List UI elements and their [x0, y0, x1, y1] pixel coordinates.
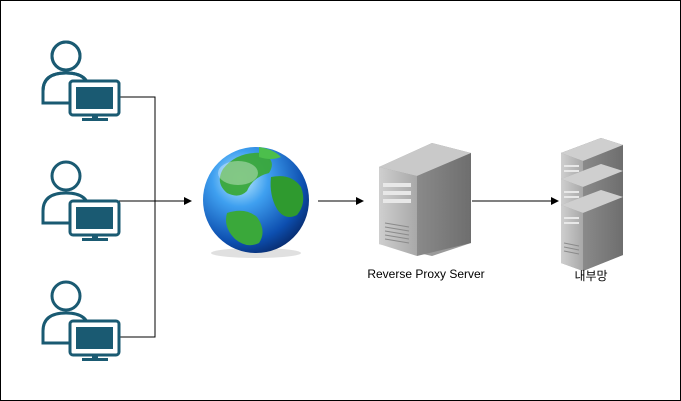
- server-rack-icon: [561, 138, 623, 271]
- connector-user1-bracket: [119, 96, 156, 201]
- user-workstation-icon: [41, 40, 121, 123]
- connector-lines: [119, 96, 559, 338]
- user-workstation-icon: [41, 160, 121, 243]
- globe-icon: [203, 147, 309, 258]
- user-workstation-icon: [41, 280, 121, 363]
- server-tower-icon: [379, 143, 471, 256]
- proxy-server-label: Reverse Proxy Server: [367, 267, 485, 281]
- connector-user3-bracket: [119, 201, 156, 338]
- internal-network-label: 내부망: [574, 269, 608, 283]
